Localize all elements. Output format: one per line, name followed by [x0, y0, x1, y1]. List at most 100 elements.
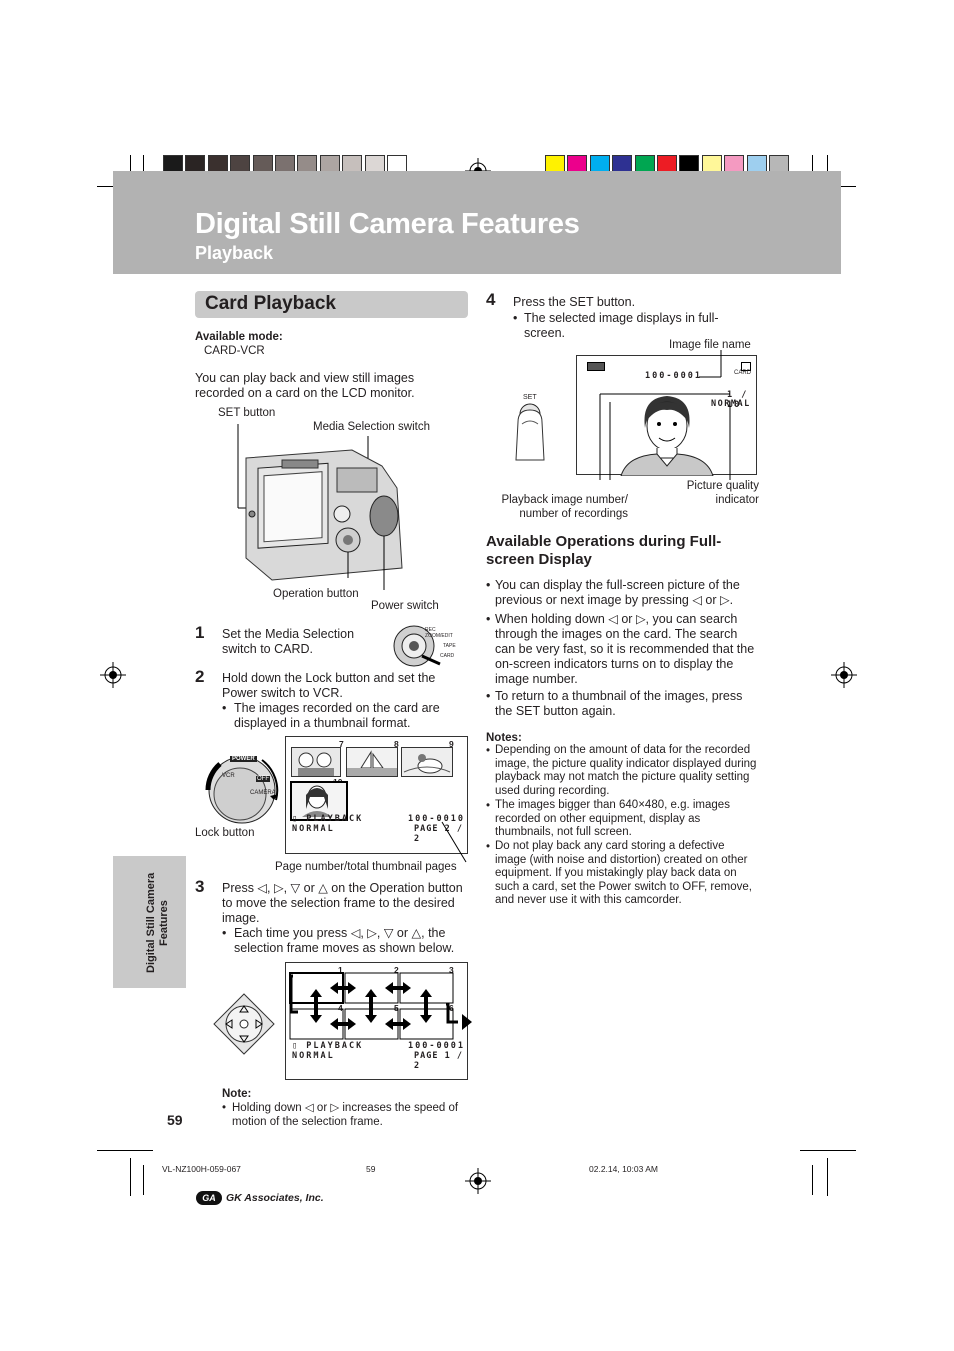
- page-number: 59: [167, 1112, 183, 1128]
- label-media-switch: Media Selection switch: [313, 421, 430, 433]
- camcorder-illustration: [237, 424, 403, 590]
- bullet: •: [486, 689, 491, 703]
- thumb-file-number: 100-0001: [408, 1041, 465, 1051]
- bullet: •: [486, 612, 491, 626]
- step-3-bullet: Each time you press ◁, ▷, ▽ or △, the se…: [234, 926, 455, 955]
- media-selection-switch-icon: [393, 625, 441, 667]
- available-mode-label: Available mode:: [195, 331, 283, 343]
- label-power-switch: Power switch: [371, 600, 439, 612]
- switch-zoom-label: ZOOM/EDIT: [425, 633, 453, 639]
- bullet: •: [222, 701, 227, 715]
- thumbnail-image: [401, 747, 453, 777]
- page-title: Digital Still Camera Features: [195, 208, 580, 240]
- available-mode-value: CARD-VCR: [204, 345, 265, 357]
- fullscreen-callout-lines: [599, 350, 731, 480]
- step-1-text: Set the Media Selection switch to CARD.: [222, 627, 355, 656]
- header-band: [113, 171, 841, 274]
- step-2-bullet: The images recorded on the card are disp…: [234, 701, 440, 730]
- step-1-number: 1: [195, 623, 205, 642]
- note-left-label: Note:: [222, 1088, 252, 1100]
- switch-rec-label: REC: [425, 627, 436, 633]
- image-file-name-label: Image file name: [669, 339, 751, 351]
- thumb-number: 4: [338, 1003, 343, 1013]
- registration-mark-icon: [465, 1168, 491, 1194]
- lock-button-label: Lock button: [195, 827, 255, 839]
- frame-flow-arrows: [289, 974, 472, 1030]
- thumb-page: PAGE 2 / 2: [414, 824, 463, 844]
- step-3-text: Press ◁, ▷, ▽ or △ on the Operation butt…: [222, 881, 463, 925]
- ops-item-1: You can display the full-screen picture …: [495, 578, 740, 607]
- page-pointer-line: [441, 821, 467, 863]
- thumbnail-screen-page-1: 1 2 3 4 5 6 ▯ PLAYBACK NORMAL 100-0001 P…: [285, 962, 468, 1080]
- notes-item-1: Depending on the amount of data for the …: [495, 744, 757, 797]
- switch-tape-label: TAPE: [443, 643, 456, 649]
- bullet: •: [486, 800, 491, 812]
- portrait-image: [620, 396, 714, 476]
- bullet: •: [486, 841, 491, 853]
- step-3-number: 3: [195, 877, 205, 896]
- step-2-number: 2: [195, 667, 205, 686]
- operation-button-icon: [213, 993, 275, 1055]
- fullscreen-count: 1 / 10: [727, 390, 749, 410]
- notes-item-2: The images bigger than 640×480, e.g. ima…: [495, 799, 730, 839]
- set-button-label: SET: [523, 394, 537, 401]
- intro-text: You can play back and view still images …: [195, 371, 415, 400]
- registration-mark-icon: [831, 662, 857, 688]
- thumb-mode: ▯ PLAYBACK: [292, 1041, 364, 1051]
- bullet: •: [513, 311, 518, 325]
- dial-power-label: POWER: [230, 756, 257, 762]
- thumb-number: 2: [394, 965, 399, 975]
- operations-heading: Available Operations during Full-screen …: [486, 533, 722, 568]
- page-number-caption: Page number/total thumbnail pages: [275, 861, 457, 873]
- notes-label: Notes:: [486, 732, 522, 744]
- footer-page: 59: [366, 1164, 376, 1174]
- notes-item-3: Do not play back any card storing a defe…: [495, 840, 752, 907]
- step-4-text: Press the SET button.: [513, 295, 636, 309]
- switch-card-label: CARD: [440, 653, 455, 659]
- dial-off-label: OFF: [256, 776, 270, 782]
- thumbnail-image: [346, 747, 398, 777]
- page-subtitle: Playback: [195, 243, 274, 263]
- thumb-number: 7: [339, 739, 344, 749]
- card-icon: [741, 362, 751, 371]
- step-4-bullet: The selected image displays in full-scre…: [524, 311, 719, 340]
- section-title: Card Playback: [205, 293, 336, 314]
- thumb-number: 9: [449, 739, 454, 749]
- card-label: CARD: [734, 370, 752, 376]
- thumb-file-number: 100-0010: [408, 814, 465, 824]
- power-dial-icon: [205, 756, 279, 824]
- dial-vcr-label: VCR: [222, 773, 235, 779]
- ops-item-2: When holding down ◁ or ▷, you can search…: [495, 612, 755, 686]
- company-name: GK Associates, Inc.: [226, 1192, 324, 1204]
- company-logo: GA: [196, 1191, 222, 1205]
- side-tab-label: Digital Still Camera Features: [145, 872, 170, 974]
- bullet: •: [222, 1102, 227, 1114]
- label-operation-button: Operation button: [273, 588, 359, 600]
- footer-file: VL-NZ100H-059-067: [162, 1164, 241, 1174]
- ops-item-3: To return to a thumbnail of the images, …: [495, 689, 743, 718]
- label-set-button: SET button: [218, 407, 276, 419]
- fullscreen-file-number: 100-0001: [645, 371, 702, 381]
- playback-number-label: Playback image number/ number of recordi…: [501, 494, 628, 520]
- thumb-page: PAGE 1 / 2: [414, 1051, 463, 1071]
- thumb-number: 6: [449, 1003, 454, 1013]
- thumb-number: 5: [394, 1003, 399, 1013]
- thumbnail-screen-page-2: 7 8 9 10 ▯ PLAYBACK NORMAL 100-0010 PAGE…: [285, 736, 468, 854]
- selection-frame-diagram: [289, 972, 454, 1040]
- step-2-text: Hold down the Lock button and set the Po…: [222, 671, 436, 700]
- fullscreen-display: CARD 100-0001 1 / 10 NORMAL: [576, 355, 757, 476]
- selected-thumbnail: [290, 781, 348, 821]
- note-left-text: Holding down ◁ or ▷ increases the speed …: [232, 1102, 459, 1128]
- set-button-press-icon: [515, 403, 545, 461]
- thumb-number: 3: [449, 965, 454, 975]
- bullet: •: [486, 745, 491, 757]
- battery-icon: [587, 362, 605, 371]
- thumb-quality: NORMAL: [292, 824, 335, 834]
- bullet: •: [486, 578, 491, 592]
- bullet: •: [222, 926, 227, 940]
- thumb-mode-text: PLAYBACK: [306, 814, 364, 824]
- footer-timestamp: 02.2.14, 10:03 AM: [589, 1164, 658, 1174]
- registration-mark-icon: [100, 662, 126, 688]
- side-tab: [113, 856, 186, 988]
- thumb-quality: NORMAL: [292, 1051, 335, 1061]
